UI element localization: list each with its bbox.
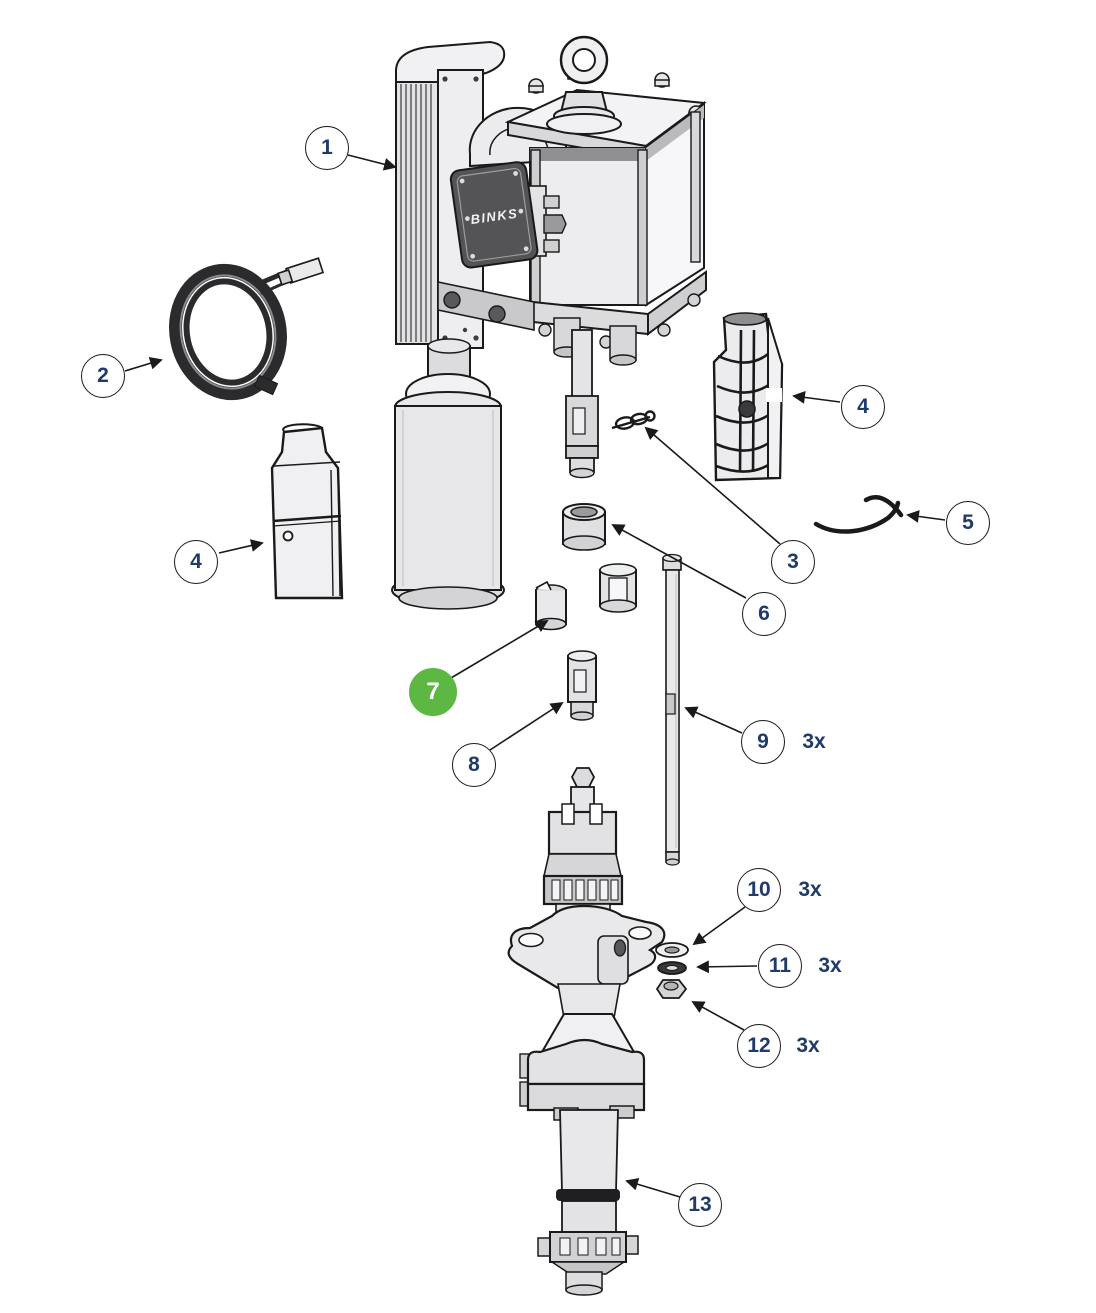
callout-4-right-number: 4 [857, 395, 869, 418]
part-slotted-cylinder [599, 563, 637, 613]
callout-4-left-number: 4 [190, 550, 202, 573]
qty-label-12: 3x [796, 1034, 820, 1057]
qty-label-11: 3x [818, 954, 842, 977]
callout-6-number: 6 [758, 602, 770, 625]
qty-label-10: 3x [798, 878, 822, 901]
part-seal-washer [657, 961, 687, 975]
part-split-shield-right [712, 312, 784, 482]
part-washer [655, 942, 689, 958]
part-air-hose-coil [169, 257, 325, 401]
part-retaining-pin [611, 410, 656, 430]
leader-4a [218, 539, 264, 554]
callout-9[interactable]: 9 [741, 720, 785, 764]
callout-5[interactable]: 5 [946, 501, 990, 545]
leader-12 [691, 1001, 745, 1031]
callout-6[interactable]: 6 [742, 592, 786, 636]
callout-12[interactable]: 12 [737, 1024, 781, 1068]
leader-lines [124, 154, 946, 1198]
part-split-sleeve [535, 580, 567, 631]
leader-13 [625, 1178, 681, 1198]
part-hex-nut [655, 979, 688, 999]
leader-2 [124, 357, 163, 372]
part-lower-pump [507, 767, 666, 1296]
part-bushing [562, 503, 606, 551]
part-wire-clip [813, 495, 904, 534]
callout-11-number: 11 [768, 954, 792, 977]
callout-9-number: 9 [757, 730, 769, 753]
callout-3[interactable]: 3 [771, 540, 815, 584]
callout-1[interactable]: 1 [305, 126, 349, 170]
part-split-shield-left [270, 423, 344, 600]
callout-13[interactable]: 13 [678, 1183, 722, 1227]
callout-4-left[interactable]: 4 [174, 540, 218, 584]
leader-4b [792, 391, 841, 404]
callout-4-right[interactable]: 4 [841, 385, 885, 429]
qty-label-9: 3x [802, 730, 826, 753]
leader-11 [696, 960, 758, 974]
callout-8-number: 8 [468, 753, 480, 776]
callout-7-highlighted[interactable]: 7 [409, 668, 457, 716]
leader-3 [644, 426, 781, 545]
callout-3-number: 3 [787, 550, 799, 573]
part-valve-cylinder [567, 650, 597, 721]
part-air-motor: BINKS [437, 35, 707, 366]
brand-label: BINKS [470, 206, 520, 228]
callout-2-number: 2 [97, 364, 109, 387]
leader-6 [611, 524, 747, 599]
callout-10-number: 10 [747, 878, 771, 901]
callout-11[interactable]: 11 [758, 944, 802, 988]
part-piston-rod [565, 329, 599, 479]
callout-5-number: 5 [962, 511, 974, 534]
leader-10 [692, 906, 746, 946]
callout-1-number: 1 [321, 136, 333, 159]
callout-7-number: 7 [426, 678, 440, 705]
callout-13-number: 13 [688, 1193, 712, 1216]
callout-12-number: 12 [747, 1034, 771, 1057]
part-tie-rod [662, 553, 682, 866]
callout-8[interactable]: 8 [452, 743, 496, 787]
leader-8 [489, 701, 564, 751]
leader-1 [347, 154, 397, 171]
part-muffler-canister [391, 338, 505, 610]
leader-5 [906, 510, 946, 523]
leader-9 [684, 706, 743, 734]
callout-10[interactable]: 10 [737, 868, 781, 912]
callout-2[interactable]: 2 [81, 354, 125, 398]
leader-7 [450, 620, 549, 679]
